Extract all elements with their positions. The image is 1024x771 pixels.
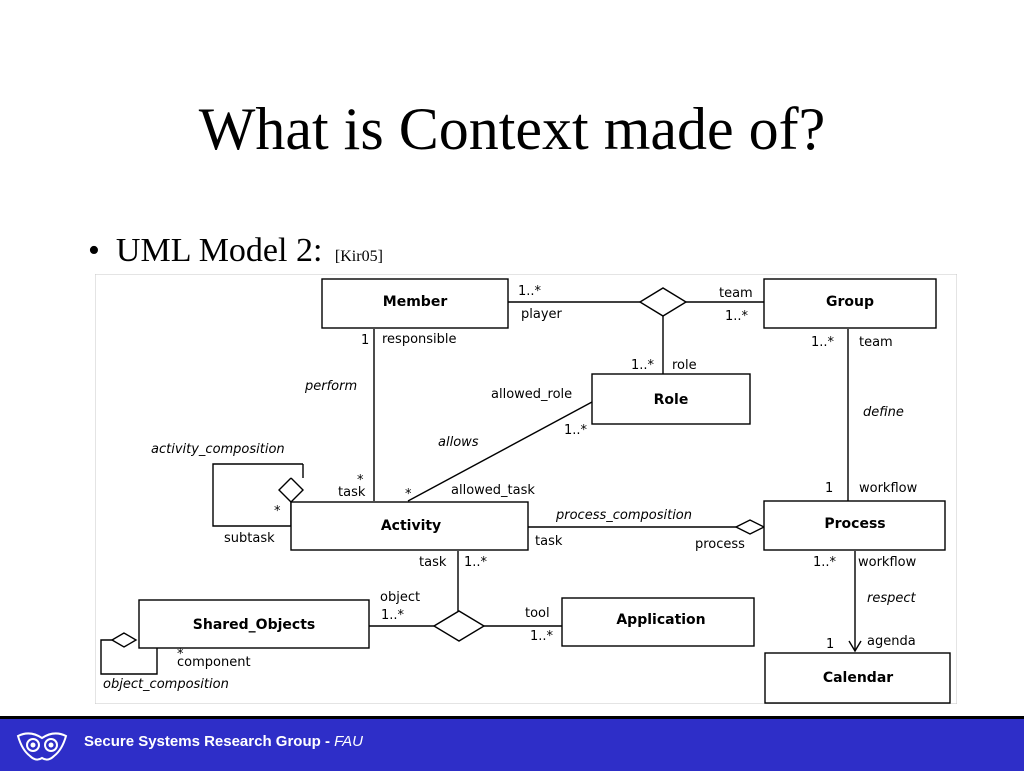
label: tool	[525, 606, 550, 621]
class-member-name: Member	[383, 294, 448, 310]
label: define	[863, 405, 904, 420]
reference-citation: [Kir05]	[334, 248, 383, 265]
class-group-name: Group	[826, 294, 874, 310]
label: subtask	[224, 531, 275, 546]
label: *	[177, 647, 184, 662]
footer-text: Secure Systems Research Group - FAU	[84, 733, 363, 750]
bullet-text: UML Model 2:	[115, 232, 323, 269]
label: allows	[438, 435, 479, 450]
label: *	[274, 504, 281, 519]
label: 1	[826, 637, 834, 652]
class-calendar-box	[764, 652, 951, 704]
label: 1..*	[725, 309, 749, 324]
class-role-box	[591, 373, 751, 425]
label: object	[380, 590, 420, 605]
class-application-name: Application	[616, 612, 705, 628]
label: team	[719, 286, 753, 301]
label: 1..*	[813, 555, 837, 570]
label: perform	[304, 379, 357, 394]
class-activity-box	[290, 501, 529, 551]
label: task	[419, 555, 447, 570]
label: object_composition	[103, 677, 229, 692]
class-process-name: Process	[824, 516, 885, 532]
label: agenda	[867, 634, 916, 649]
footer-org: Secure Systems Research Group -	[84, 733, 335, 750]
navigability-arrow	[848, 640, 862, 653]
class-application-box	[561, 597, 755, 647]
label: 1..*	[464, 555, 488, 570]
label: 1..*	[530, 629, 554, 644]
owl-logo-icon	[16, 732, 68, 761]
class-shared-objects-box	[138, 599, 370, 649]
label: allowed_task	[451, 483, 535, 498]
label: 1..*	[811, 335, 835, 350]
object-composition-diamond	[110, 632, 138, 648]
class-member-box	[321, 278, 509, 329]
member-group-role-diamond	[638, 287, 688, 317]
label: role	[672, 358, 697, 373]
label: activity_composition	[151, 442, 285, 457]
label: team	[859, 335, 893, 350]
label: task	[338, 485, 366, 500]
label: player	[521, 307, 563, 322]
label: component	[177, 655, 251, 670]
uml-diagram: Member Group Role Activity Process Share…	[95, 274, 957, 704]
label: workflow	[859, 481, 918, 496]
slide-title: What is Context made of?	[198, 96, 826, 162]
footer-bar: Secure Systems Research Group - FAU	[0, 716, 1024, 771]
label: respect	[867, 591, 917, 606]
label: task	[535, 534, 563, 549]
label: workflow	[858, 555, 917, 570]
label: 1..*	[631, 358, 655, 373]
class-role-name: Role	[654, 392, 689, 408]
footer-university: FAU	[334, 733, 363, 750]
class-shared-objects-name: Shared_Objects	[193, 617, 315, 633]
class-process-box	[763, 500, 946, 551]
activity-object-tool-diamond	[432, 610, 486, 642]
label: allowed_role	[491, 387, 572, 402]
class-calendar-name: Calendar	[823, 670, 893, 686]
label: 1..*	[564, 423, 588, 438]
class-group-box	[763, 278, 937, 329]
label: *	[357, 473, 364, 488]
class-activity-name: Activity	[381, 518, 441, 534]
label: 1..*	[381, 608, 405, 623]
label: *	[405, 487, 412, 502]
label: responsible	[382, 332, 457, 347]
label: 1..*	[518, 284, 542, 299]
assoc-role-activity	[407, 401, 593, 502]
label: 1	[825, 481, 833, 496]
label: process	[695, 537, 745, 552]
bullet-item: • UML Model 2: [Kir05]	[88, 232, 383, 270]
label: process_composition	[555, 508, 692, 523]
label: 1	[361, 333, 369, 348]
activity-self-assoc	[212, 463, 303, 527]
bullet-dot: •	[88, 232, 100, 269]
